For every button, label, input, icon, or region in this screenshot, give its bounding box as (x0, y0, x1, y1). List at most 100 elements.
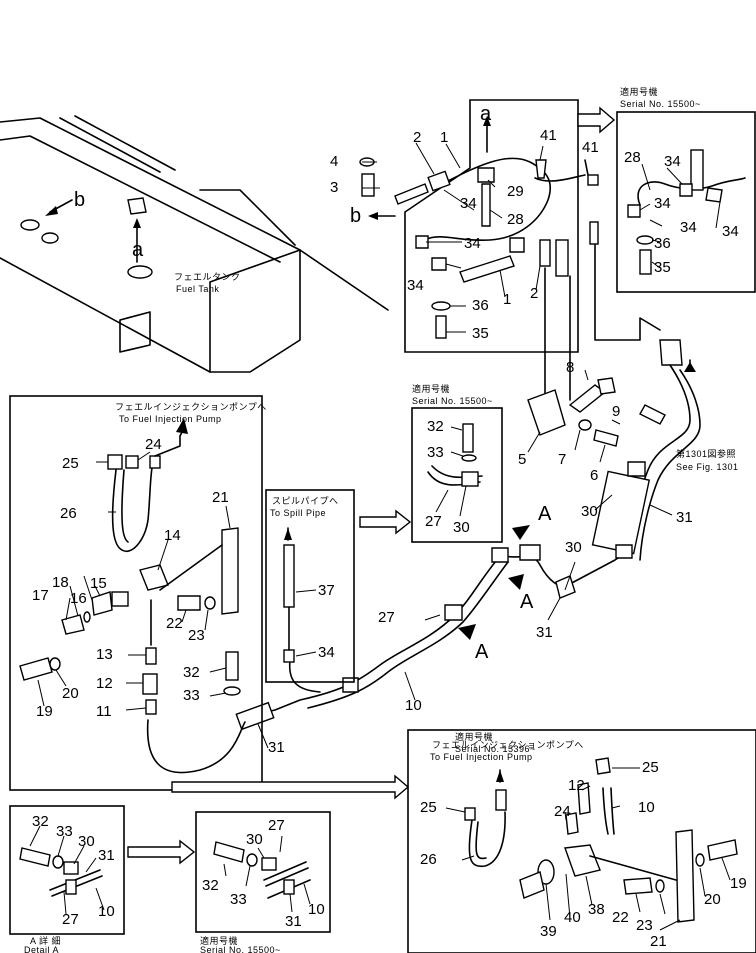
callout-4: 4 (330, 153, 338, 170)
callout-28: 28 (507, 211, 524, 228)
callout-36: 36 (654, 235, 671, 252)
callout-35: 35 (472, 325, 489, 342)
top-right-panel (584, 111, 756, 341)
top-center-panel (299, 99, 586, 353)
view-letter-A1: A (538, 503, 552, 525)
callout-34b: 34 (680, 219, 697, 236)
spill-pipe-panel (209, 489, 355, 749)
callout-31: 31 (268, 739, 285, 756)
callout-25: 25 (62, 455, 79, 472)
serial-bottom-jp: 適用号機 (200, 935, 238, 946)
view-letter-A2: A (520, 591, 534, 613)
serial-top-en: Serial No. 15500~ (620, 99, 701, 109)
to-pump-right-en: To Fuel Injection Pump (430, 752, 533, 762)
fuel-tank-drawing (0, 115, 301, 373)
callout-26: 26 (60, 505, 77, 522)
detail-a-jp: A 詳 細 (30, 935, 61, 946)
callout-16: 16 (70, 590, 87, 607)
callout-2: 2 (413, 129, 421, 146)
callout-31: 31 (536, 624, 553, 641)
to-pump-left-jp: フェエルインジェクションポンプへ (115, 402, 267, 412)
see-fig-jp: 第1301図参照 (676, 448, 736, 459)
callout-34: 34 (654, 195, 671, 212)
callout-8: 8 (566, 359, 574, 376)
detail-a-en: Detail A (24, 945, 59, 953)
callout-24: 24 (554, 803, 571, 820)
bottom-middle-panel (195, 811, 331, 933)
callout-32: 32 (183, 664, 200, 681)
callout-33: 33 (230, 891, 247, 908)
callout-38: 38 (588, 901, 605, 918)
callout-41: 41 (540, 127, 557, 144)
callout-27: 27 (62, 911, 79, 928)
callout-10: 10 (405, 697, 422, 714)
to-pump-right-jp: フェエルインジェクションポンプへ (432, 740, 584, 750)
serial-15396-en: Serial No. 15396~ (455, 744, 536, 754)
hollow-arrow-detail (127, 839, 196, 865)
callout-30: 30 (453, 519, 470, 536)
serial-bottom-en: Serial No. 15500~ (200, 945, 281, 953)
callout-41: 41 (582, 139, 599, 156)
callout-12: 12 (568, 777, 585, 794)
middle-panel-callouts: 32 33 27 30 (425, 418, 470, 536)
callout-20: 20 (62, 685, 79, 702)
callout-33: 33 (427, 444, 444, 461)
callout-31: 31 (98, 847, 115, 864)
callout-5: 5 (518, 451, 526, 468)
bottom-right-panel (407, 729, 756, 953)
callout-7: 7 (558, 451, 566, 468)
callout-33: 33 (183, 687, 200, 704)
view-letter-b-top: b (350, 205, 361, 227)
see-fig-en: See Fig. 1301 (676, 462, 739, 472)
hollow-arrow-bottom (171, 774, 410, 800)
callout-10: 10 (638, 799, 655, 816)
callout-28: 28 (624, 149, 641, 166)
callout-34: 34 (407, 277, 424, 294)
left-injection-panel (9, 395, 263, 791)
fuel-tank-label-jp: フェエルタンク (174, 272, 241, 282)
callout-27: 27 (378, 609, 395, 626)
callout-24: 24 (145, 436, 162, 453)
serial-mid-en: Serial No. 15500~ (412, 396, 493, 406)
callout-30: 30 (581, 503, 598, 520)
callout-22: 22 (166, 615, 183, 632)
callout-3: 3 (330, 179, 338, 196)
callout-36: 36 (472, 297, 489, 314)
callout-14: 14 (164, 527, 181, 544)
callout-19: 19 (730, 875, 747, 892)
main-assembly-callouts: 8 9 5 7 6 30 31 30 31 (518, 359, 693, 641)
callout-21: 21 (650, 933, 667, 950)
callout-40: 40 (564, 909, 581, 926)
callout-21: 21 (212, 489, 229, 506)
callout-31: 31 (285, 913, 302, 930)
spill-en: To Spill Pipe (270, 508, 326, 518)
callout-34: 34 (464, 235, 481, 252)
callout-37: 37 (318, 582, 335, 599)
main-pipe-assembly (235, 267, 701, 731)
callout-32: 32 (32, 813, 49, 830)
callout-29: 29 (507, 183, 524, 200)
spill-panel-callouts: 37 34 32 33 31 27 10 (183, 582, 422, 756)
left-panel-callouts: 24 25 26 21 14 15 16 18 17 22 23 13 12 1… (32, 436, 229, 720)
callout-34: 34 (664, 153, 681, 170)
callout-13: 13 (96, 646, 113, 663)
callout-9: 9 (612, 403, 620, 420)
callout-17: 17 (32, 587, 49, 604)
callout-26: 26 (420, 851, 437, 868)
callout-33: 33 (56, 823, 73, 840)
top-center-callouts: 1 2 41 4 3 29 28 34 34 34 36 35 1 2 (330, 127, 557, 342)
hollow-arrow-top (577, 106, 616, 134)
callout-19: 19 (36, 703, 53, 720)
callout-27: 27 (425, 513, 442, 530)
callout-22: 22 (612, 909, 629, 926)
callout-30: 30 (565, 539, 582, 556)
spill-jp: スピルパイプへ (272, 496, 339, 506)
callout-1: 1 (440, 129, 448, 146)
callout-11: 11 (96, 703, 112, 720)
hollow-arrow-spill (359, 509, 412, 535)
view-letter-a-top: a (480, 103, 492, 125)
fuel-tank-label-en: Fuel Tank (176, 284, 219, 294)
callout-2: 2 (530, 285, 538, 302)
callout-32: 32 (202, 877, 219, 894)
callout-25: 25 (420, 799, 437, 816)
